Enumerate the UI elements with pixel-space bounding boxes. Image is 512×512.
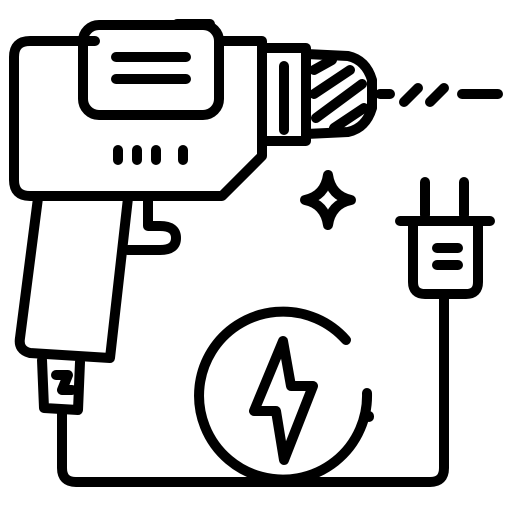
cord-path <box>57 293 449 487</box>
bit-segment-2 <box>399 83 423 107</box>
vent-dashes <box>113 145 188 165</box>
sparkle-icon <box>300 170 356 230</box>
lightning-bolt-icon <box>194 306 374 485</box>
drill-chuck-icon <box>259 43 377 146</box>
bit-segment-3 <box>425 83 449 107</box>
power-plug-icon <box>395 177 495 299</box>
drill-handle <box>14 193 133 363</box>
drill-bit-icon <box>375 83 503 107</box>
chuck-housing <box>259 43 311 146</box>
drill-housing <box>9 36 267 201</box>
sparkle-star <box>300 170 356 230</box>
drill-body-icon <box>9 19 267 415</box>
chuck-hatch <box>309 55 369 133</box>
chuck-cone <box>301 49 377 139</box>
power-cord-icon <box>57 293 449 487</box>
energy-circle <box>194 306 373 485</box>
plug-body <box>408 219 483 299</box>
drill-top-cap <box>78 20 224 120</box>
battery-slot <box>51 370 77 395</box>
bolt-shape <box>249 336 318 465</box>
drill-trigger <box>123 195 181 255</box>
